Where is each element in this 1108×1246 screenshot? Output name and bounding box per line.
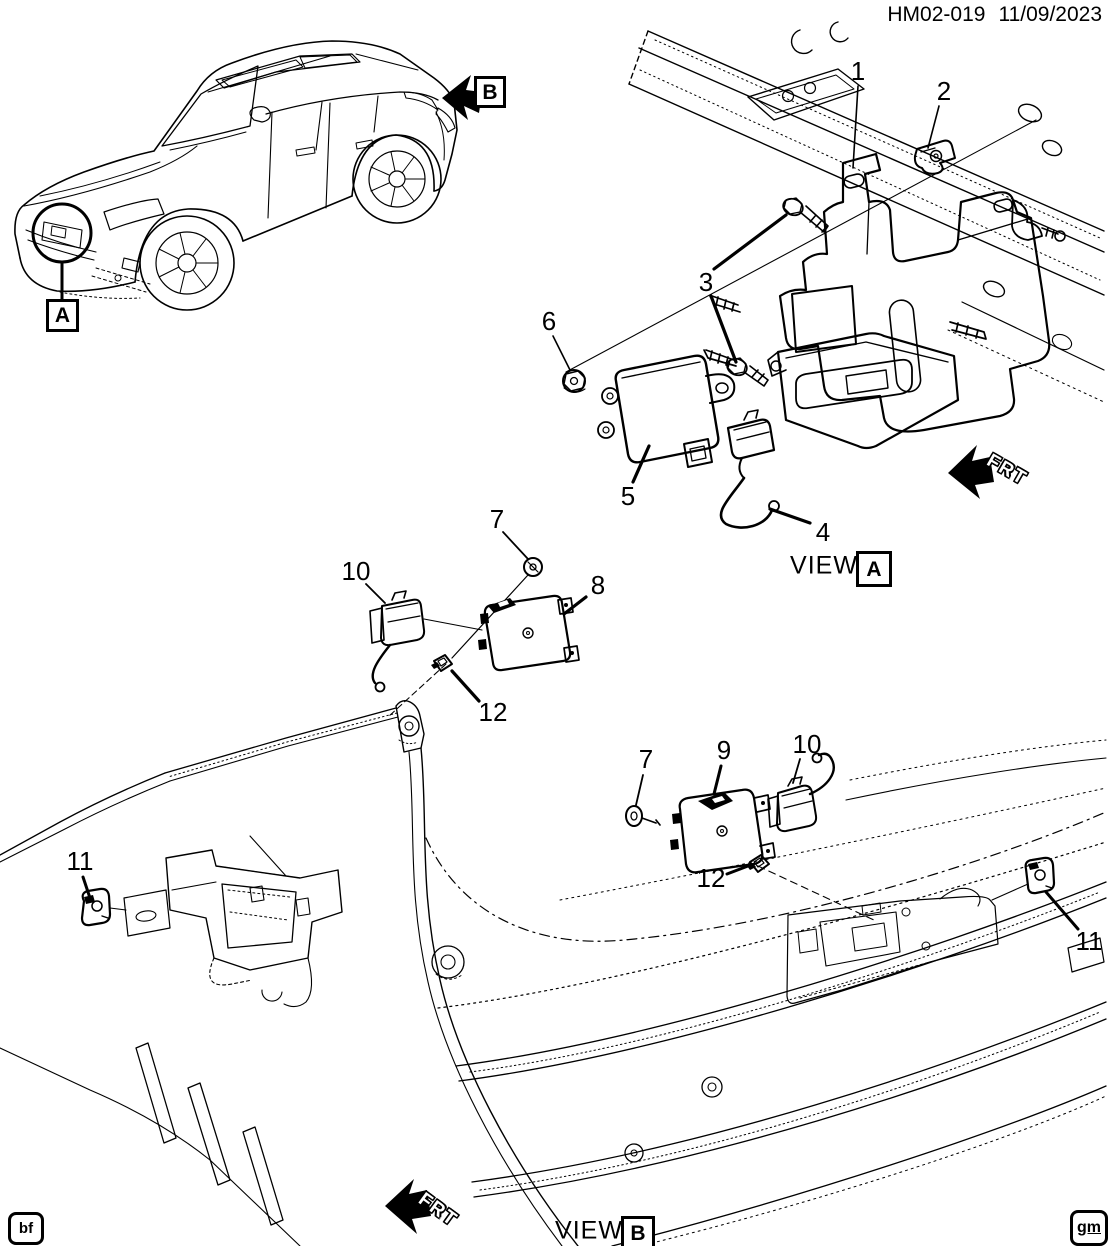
callout-8: 8 <box>590 570 606 600</box>
center-assembly-drawing <box>365 531 588 718</box>
axis-line <box>423 618 483 631</box>
title-block: HM02-019 11/09/2023 <box>887 4 1102 25</box>
sensor-bracket-part1 <box>703 152 1066 433</box>
clip-part12-lower <box>747 854 770 873</box>
view-a-leader-lines <box>552 85 940 525</box>
clip-part12 <box>431 654 453 672</box>
right-sensor-part11 <box>991 856 1056 901</box>
document-date: 11/09/2023 <box>998 3 1102 26</box>
detail-circle-a <box>31 202 93 302</box>
callout-11-left: 11 <box>66 846 94 876</box>
car-illustration <box>14 40 458 311</box>
callout-10-lower: 10 <box>792 729 822 759</box>
callout-4: 4 <box>815 517 831 547</box>
leader-line-6 <box>552 335 571 371</box>
gm-logo: gm <box>1070 1210 1108 1246</box>
callout-2: 2 <box>936 76 952 106</box>
leader-line-11-left <box>81 875 92 900</box>
callout-7-lower: 7 <box>638 744 654 774</box>
assembly-axis-line <box>565 119 1037 373</box>
leader-line-10 <box>792 758 801 784</box>
direction-arrow-b-icon <box>442 75 482 120</box>
callout-5: 5 <box>620 481 636 511</box>
detail-marker-a: A <box>46 299 79 332</box>
left-sensor-bracket <box>123 849 343 1008</box>
view-b-letter: B <box>621 1216 655 1246</box>
leader-line-2 <box>927 105 940 149</box>
leader-line-9 <box>712 764 723 796</box>
bracket-foot-plate <box>767 332 960 450</box>
leader-line-3b <box>709 294 738 364</box>
callout-1: 1 <box>850 56 866 86</box>
view-b-drawing <box>0 699 1107 1246</box>
module-part9 <box>670 788 776 874</box>
frt-arrow-view-b-icon <box>385 1179 431 1234</box>
harness-connector-part4 <box>719 409 780 529</box>
leader-line-7 <box>635 774 644 806</box>
module-part8 <box>478 594 580 672</box>
document-number: HM02-019 <box>887 3 986 26</box>
leader-line-3a <box>712 213 788 271</box>
bolt-part3-lower <box>726 357 769 387</box>
pigtail-wire <box>719 476 774 529</box>
axis-line-dashed <box>387 663 447 718</box>
nut-part6 <box>562 369 586 393</box>
view-a-drawing <box>552 21 1105 529</box>
leader-line-4 <box>768 507 812 525</box>
view-a-letter: A <box>856 551 892 587</box>
leader-line-12 <box>450 669 481 703</box>
callout-12-lower: 12 <box>696 863 726 893</box>
callout-12: 12 <box>478 697 508 727</box>
callout-11-right: 11 <box>1075 926 1103 956</box>
connector-part10 <box>369 590 426 693</box>
callout-6: 6 <box>541 306 557 336</box>
center-assembly-leaders <box>365 531 588 703</box>
callout-10: 10 <box>341 556 371 586</box>
fascia-corner-panel <box>0 699 579 1246</box>
rear-wheel <box>352 134 442 224</box>
leader-line-12 <box>725 864 750 876</box>
grommet-part7-lower <box>625 805 661 827</box>
callout-7: 7 <box>489 504 505 534</box>
connector-part10-lower <box>767 752 835 833</box>
fascia-top-edge-line <box>425 811 1107 942</box>
view-b-title: VIEW <box>555 1216 623 1245</box>
fascia-body-lines <box>431 739 1107 1246</box>
axis-line <box>451 574 529 659</box>
leader-line-10 <box>365 583 386 604</box>
callout-9: 9 <box>716 735 732 765</box>
leader-line-8 <box>562 595 588 616</box>
impact-bar <box>628 21 1105 403</box>
sensor-module-part5 <box>597 354 736 468</box>
axis-line-dashed <box>757 865 877 922</box>
license-opening-bracket <box>786 887 999 1004</box>
direction-marker-b: B <box>474 76 506 108</box>
weld-stud <box>949 321 987 340</box>
callout-3: 3 <box>698 267 714 297</box>
grommet-part7 <box>523 557 543 577</box>
leader-line-7 <box>502 531 529 560</box>
weld-stud <box>703 349 737 367</box>
leader-line-11-right <box>1044 890 1080 931</box>
left-sensor-part11 <box>80 887 127 927</box>
view-b-leader-lines <box>81 758 1080 931</box>
frt-arrow-view-a-icon <box>948 445 994 499</box>
bolt-part3-upper <box>782 197 829 233</box>
leader-line-5 <box>631 444 651 484</box>
retainer-clip-part2 <box>913 139 956 175</box>
leader-line-1 <box>852 85 859 169</box>
bf-badge: bf <box>8 1212 44 1245</box>
front-wheel <box>139 215 235 311</box>
view-a-title: VIEW <box>790 551 858 580</box>
